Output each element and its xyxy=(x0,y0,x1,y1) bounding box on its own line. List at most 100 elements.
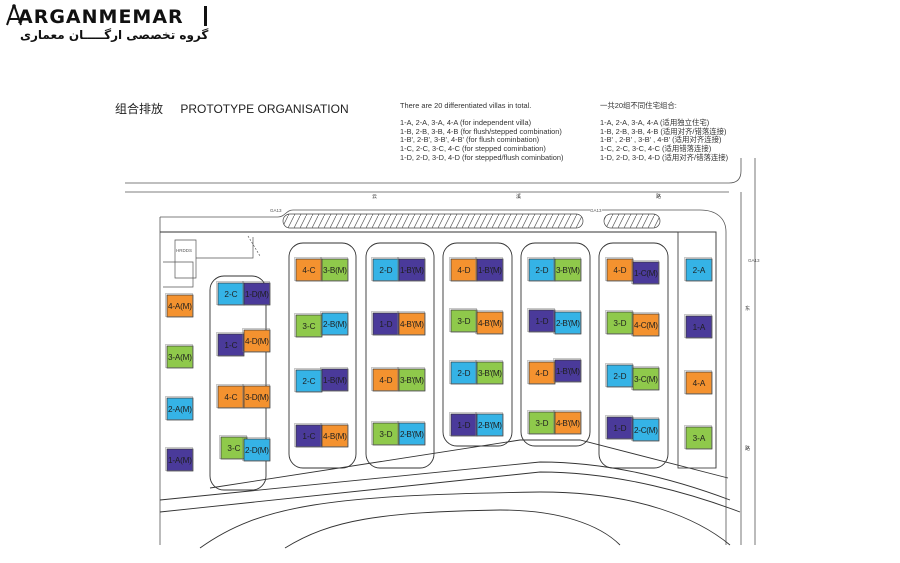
villa-tile-outline xyxy=(449,412,477,436)
villa-tile-outline xyxy=(216,384,244,408)
villa-tile-outline xyxy=(320,257,348,281)
villa-tile-outline xyxy=(242,384,270,408)
legend-english: There are 20 differentiated villas in to… xyxy=(400,101,564,163)
villa-label: 4-C(M) xyxy=(634,321,658,330)
villa-label: 3-B(M) xyxy=(323,266,347,275)
villa-tile-outline xyxy=(553,410,581,434)
villa-tile-outline xyxy=(165,396,193,420)
road-label: 路 xyxy=(745,445,750,452)
villa-label: 2-D xyxy=(379,266,392,275)
villa-tile-outline xyxy=(449,308,477,332)
villa-tile xyxy=(476,361,504,385)
logo-divider xyxy=(204,6,207,26)
road-label: 云 xyxy=(372,194,377,200)
villa-label: 1-B'(M) xyxy=(556,367,580,376)
villa-tile xyxy=(685,371,713,395)
villa-lanes xyxy=(209,242,669,491)
legend-line: 1-D, 2-D, 3-D, 4-D (for stepped/flush co… xyxy=(400,152,564,162)
villa-label: 2-C xyxy=(302,377,315,386)
villa-tile xyxy=(166,448,194,472)
villa-tile-outline xyxy=(165,447,193,471)
villa-label: 1-B(M) xyxy=(323,376,347,385)
villa-tile xyxy=(243,385,271,409)
villa-tile-outline xyxy=(631,260,659,284)
villa-tile-outline xyxy=(527,360,555,384)
road-label: 东 xyxy=(745,305,750,312)
villa-tile xyxy=(398,422,426,446)
villa-label: 1-D xyxy=(613,424,626,433)
villa-tile xyxy=(685,315,713,339)
villa-label: 4-B'(M) xyxy=(400,320,424,329)
villa-tile xyxy=(632,418,660,442)
villa-tile-outline xyxy=(397,257,425,281)
villa-label: 2-D xyxy=(535,266,548,275)
villa-label: 2-B'(M) xyxy=(556,319,580,328)
villa-tile xyxy=(321,368,349,392)
villa-tile xyxy=(321,424,349,448)
villa-tile-outline xyxy=(605,363,633,387)
villa-tile xyxy=(476,258,504,282)
villa-tile-outline xyxy=(527,410,555,434)
villa-tile xyxy=(476,413,504,437)
villa-tile-outline xyxy=(684,314,712,338)
villa-tile-outline xyxy=(553,310,581,334)
villa-label: 1-D(M) xyxy=(245,290,269,299)
villa-label: 3-A xyxy=(693,434,706,443)
villa-label: 1-C(M) xyxy=(634,269,658,278)
road-label: 溪 xyxy=(516,193,521,200)
villa-tile-outline xyxy=(553,358,581,382)
road-small-label: GA13 xyxy=(270,208,282,213)
villa-label: 3-D xyxy=(457,317,470,326)
villa-tile-outline xyxy=(216,332,244,356)
villa-tile xyxy=(685,258,713,282)
page-title-zh: 组合排放 xyxy=(115,102,164,116)
villa-label: 1-A xyxy=(693,323,706,332)
villa-tile-outline xyxy=(631,366,659,390)
villa-label: 2-B'(M) xyxy=(478,421,502,430)
logo-wordmark: ARGANMEMAR xyxy=(18,6,184,28)
villa-tile-outline xyxy=(320,423,348,447)
compass-icon xyxy=(6,4,22,26)
villa-tile xyxy=(321,312,349,336)
villa-label: 3-B'(M) xyxy=(478,369,502,378)
villa-tile xyxy=(476,311,504,335)
villa-tile-outline xyxy=(684,370,712,394)
legend-line: 1-B' , 2-B' , 3-B' , 4-B' (适用对齐连接) xyxy=(600,135,722,145)
villa-label: 3-C(M) xyxy=(634,375,658,384)
legend-line: 1-D, 2-D, 3-D, 4-D (适用对齐/错落连接) xyxy=(600,152,729,162)
villa-label: 2-D xyxy=(613,372,626,381)
villa-tile xyxy=(166,345,194,369)
villa-label: 1-D xyxy=(457,421,470,430)
villa-tile xyxy=(398,368,426,392)
villa-tile-outline xyxy=(605,310,633,334)
villa-tile-outline xyxy=(294,368,322,392)
villa-tile-outline xyxy=(165,293,193,317)
legend-line: 1-A, 2-A, 3-A, 4-A (for independent vill… xyxy=(400,117,532,127)
villa-tile-outline xyxy=(397,421,425,445)
legend-heading: There are 20 differentiated villas in to… xyxy=(400,101,532,110)
road-small-label: GA13 xyxy=(748,258,760,263)
legend-line: 1-B, 2-B, 3-B, 4-B (for flush/stepped co… xyxy=(400,126,562,136)
villa-label: 4-B(M) xyxy=(323,432,347,441)
villa-label: 4-D(M) xyxy=(245,337,269,346)
road-small-label: GA13 xyxy=(590,208,602,213)
villa-label: 3-D xyxy=(379,430,392,439)
legend-heading: 一共20组不同住宅组合: xyxy=(600,101,677,110)
villa-tile-outline xyxy=(605,257,633,281)
villa-tile xyxy=(685,426,713,450)
villa-tile-outline xyxy=(527,308,555,332)
legend-line: 1-B, 2-B, 3-B, 4-B (适用对齐/错落连接) xyxy=(600,126,727,136)
villa-tile-outline xyxy=(449,360,477,384)
villa-tile-outline xyxy=(371,367,399,391)
villa-tile-outline xyxy=(684,425,712,449)
villa-label: 3-D xyxy=(613,319,626,328)
villa-label: 4-D xyxy=(613,266,626,275)
villa-tile-outline xyxy=(397,367,425,391)
villa-tile xyxy=(554,411,582,435)
legend-line: 1-B', 2-B', 3-B', 4-B' (for flush cominb… xyxy=(400,135,540,145)
villa-tile xyxy=(554,359,582,383)
villa-label: 4-D xyxy=(379,376,392,385)
villa-label: 1-C xyxy=(302,432,315,441)
villa-tile-outline xyxy=(371,311,399,335)
